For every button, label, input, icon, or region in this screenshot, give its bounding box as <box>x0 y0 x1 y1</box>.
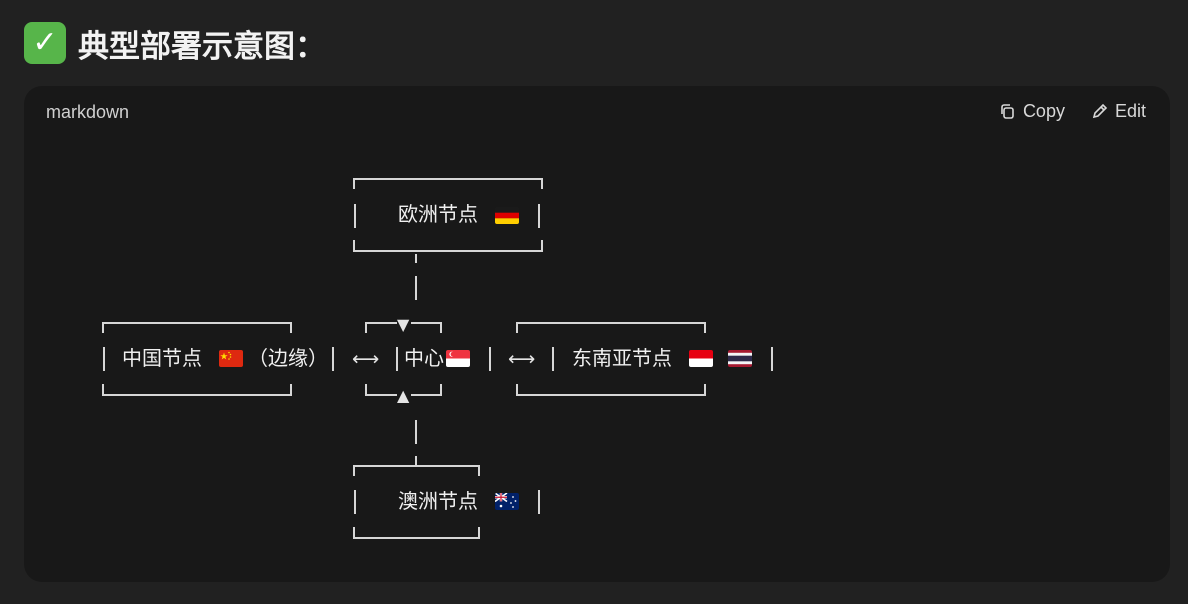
australia-flag-icon <box>495 493 519 510</box>
copy-button[interactable]: Copy <box>999 98 1065 125</box>
arrow-down-icon: ▼ <box>397 315 410 334</box>
edit-label: Edit <box>1114 101 1146 121</box>
china-node-label: 中国节点 <box>122 346 202 370</box>
center-node-label: 中心 <box>404 346 444 370</box>
china-edge-suffix: （边缘） <box>248 346 328 370</box>
arrow-up-icon: ▲ <box>397 386 410 405</box>
check-mark-icon: ✓ <box>24 22 66 64</box>
section-heading: ✓ 典型部署示意图： <box>24 20 326 66</box>
germany-flag-icon <box>495 207 519 224</box>
australia-node-label: 澳洲节点 <box>398 489 478 513</box>
edit-button[interactable]: Edit <box>1091 98 1146 125</box>
code-toolbar: Copy Edit <box>999 98 1146 125</box>
thailand-flag-icon <box>728 350 752 367</box>
china-flag-icon <box>219 350 243 367</box>
heading-title: 典型部署示意图： <box>78 28 326 65</box>
china-center-connector: ⟷ <box>352 348 380 370</box>
europe-node-label: 欧洲节点 <box>398 202 478 226</box>
southeast-asia-node-label: 东南亚节点 <box>572 346 672 370</box>
singapore-flag-icon <box>446 350 470 367</box>
deployment-diagram: 欧洲节点 中国节点 （边缘） ⟷ <box>24 86 1170 582</box>
copy-icon <box>999 103 1016 120</box>
copy-label: Copy <box>1022 101 1065 121</box>
code-language-label: markdown <box>46 102 130 122</box>
indonesia-flag-icon <box>689 350 713 367</box>
center-sea-connector: ⟷ <box>508 348 536 370</box>
code-block: markdown Copy Edit <box>24 86 1170 582</box>
pencil-icon <box>1091 103 1108 120</box>
